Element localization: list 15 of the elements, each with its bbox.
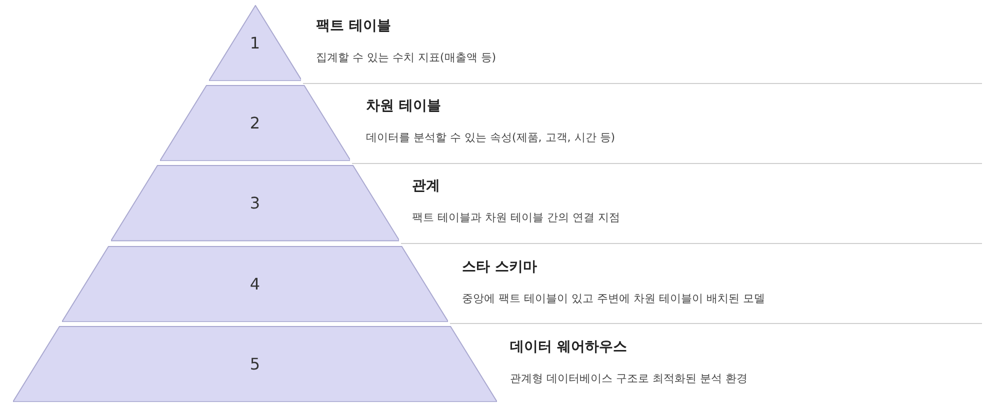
tier-description: 중앙에 팩트 테이블이 있고 주변에 차원 테이블이 배치된 모델 [462, 290, 765, 306]
tier-description: 관계형 데이터베이스 구조로 최적화된 분석 환경 [510, 370, 748, 386]
tier-description: 팩트 테이블과 차원 테이블 간의 연결 지점 [412, 210, 620, 226]
tier-number: 3 [250, 194, 260, 213]
tier-number: 4 [250, 274, 260, 294]
tier-heading: 스타 스키마 [462, 258, 537, 276]
tier-number: 5 [250, 354, 260, 374]
tier-heading: 관계 [412, 177, 440, 196]
tier-description: 집계할 수 있는 수치 지표(매출액 등) [316, 50, 496, 65]
tier-heading: 팩트 테이블 [316, 17, 391, 35]
tier-description: 데이터를 분석할 수 있는 속성(제품, 고객, 시간 등) [366, 130, 616, 146]
tier-number: 1 [250, 34, 260, 53]
tier-heading: 데이터 웨어하우스 [510, 338, 627, 356]
tier-heading: 차원 테이블 [366, 97, 441, 116]
tier-number: 2 [250, 114, 260, 133]
